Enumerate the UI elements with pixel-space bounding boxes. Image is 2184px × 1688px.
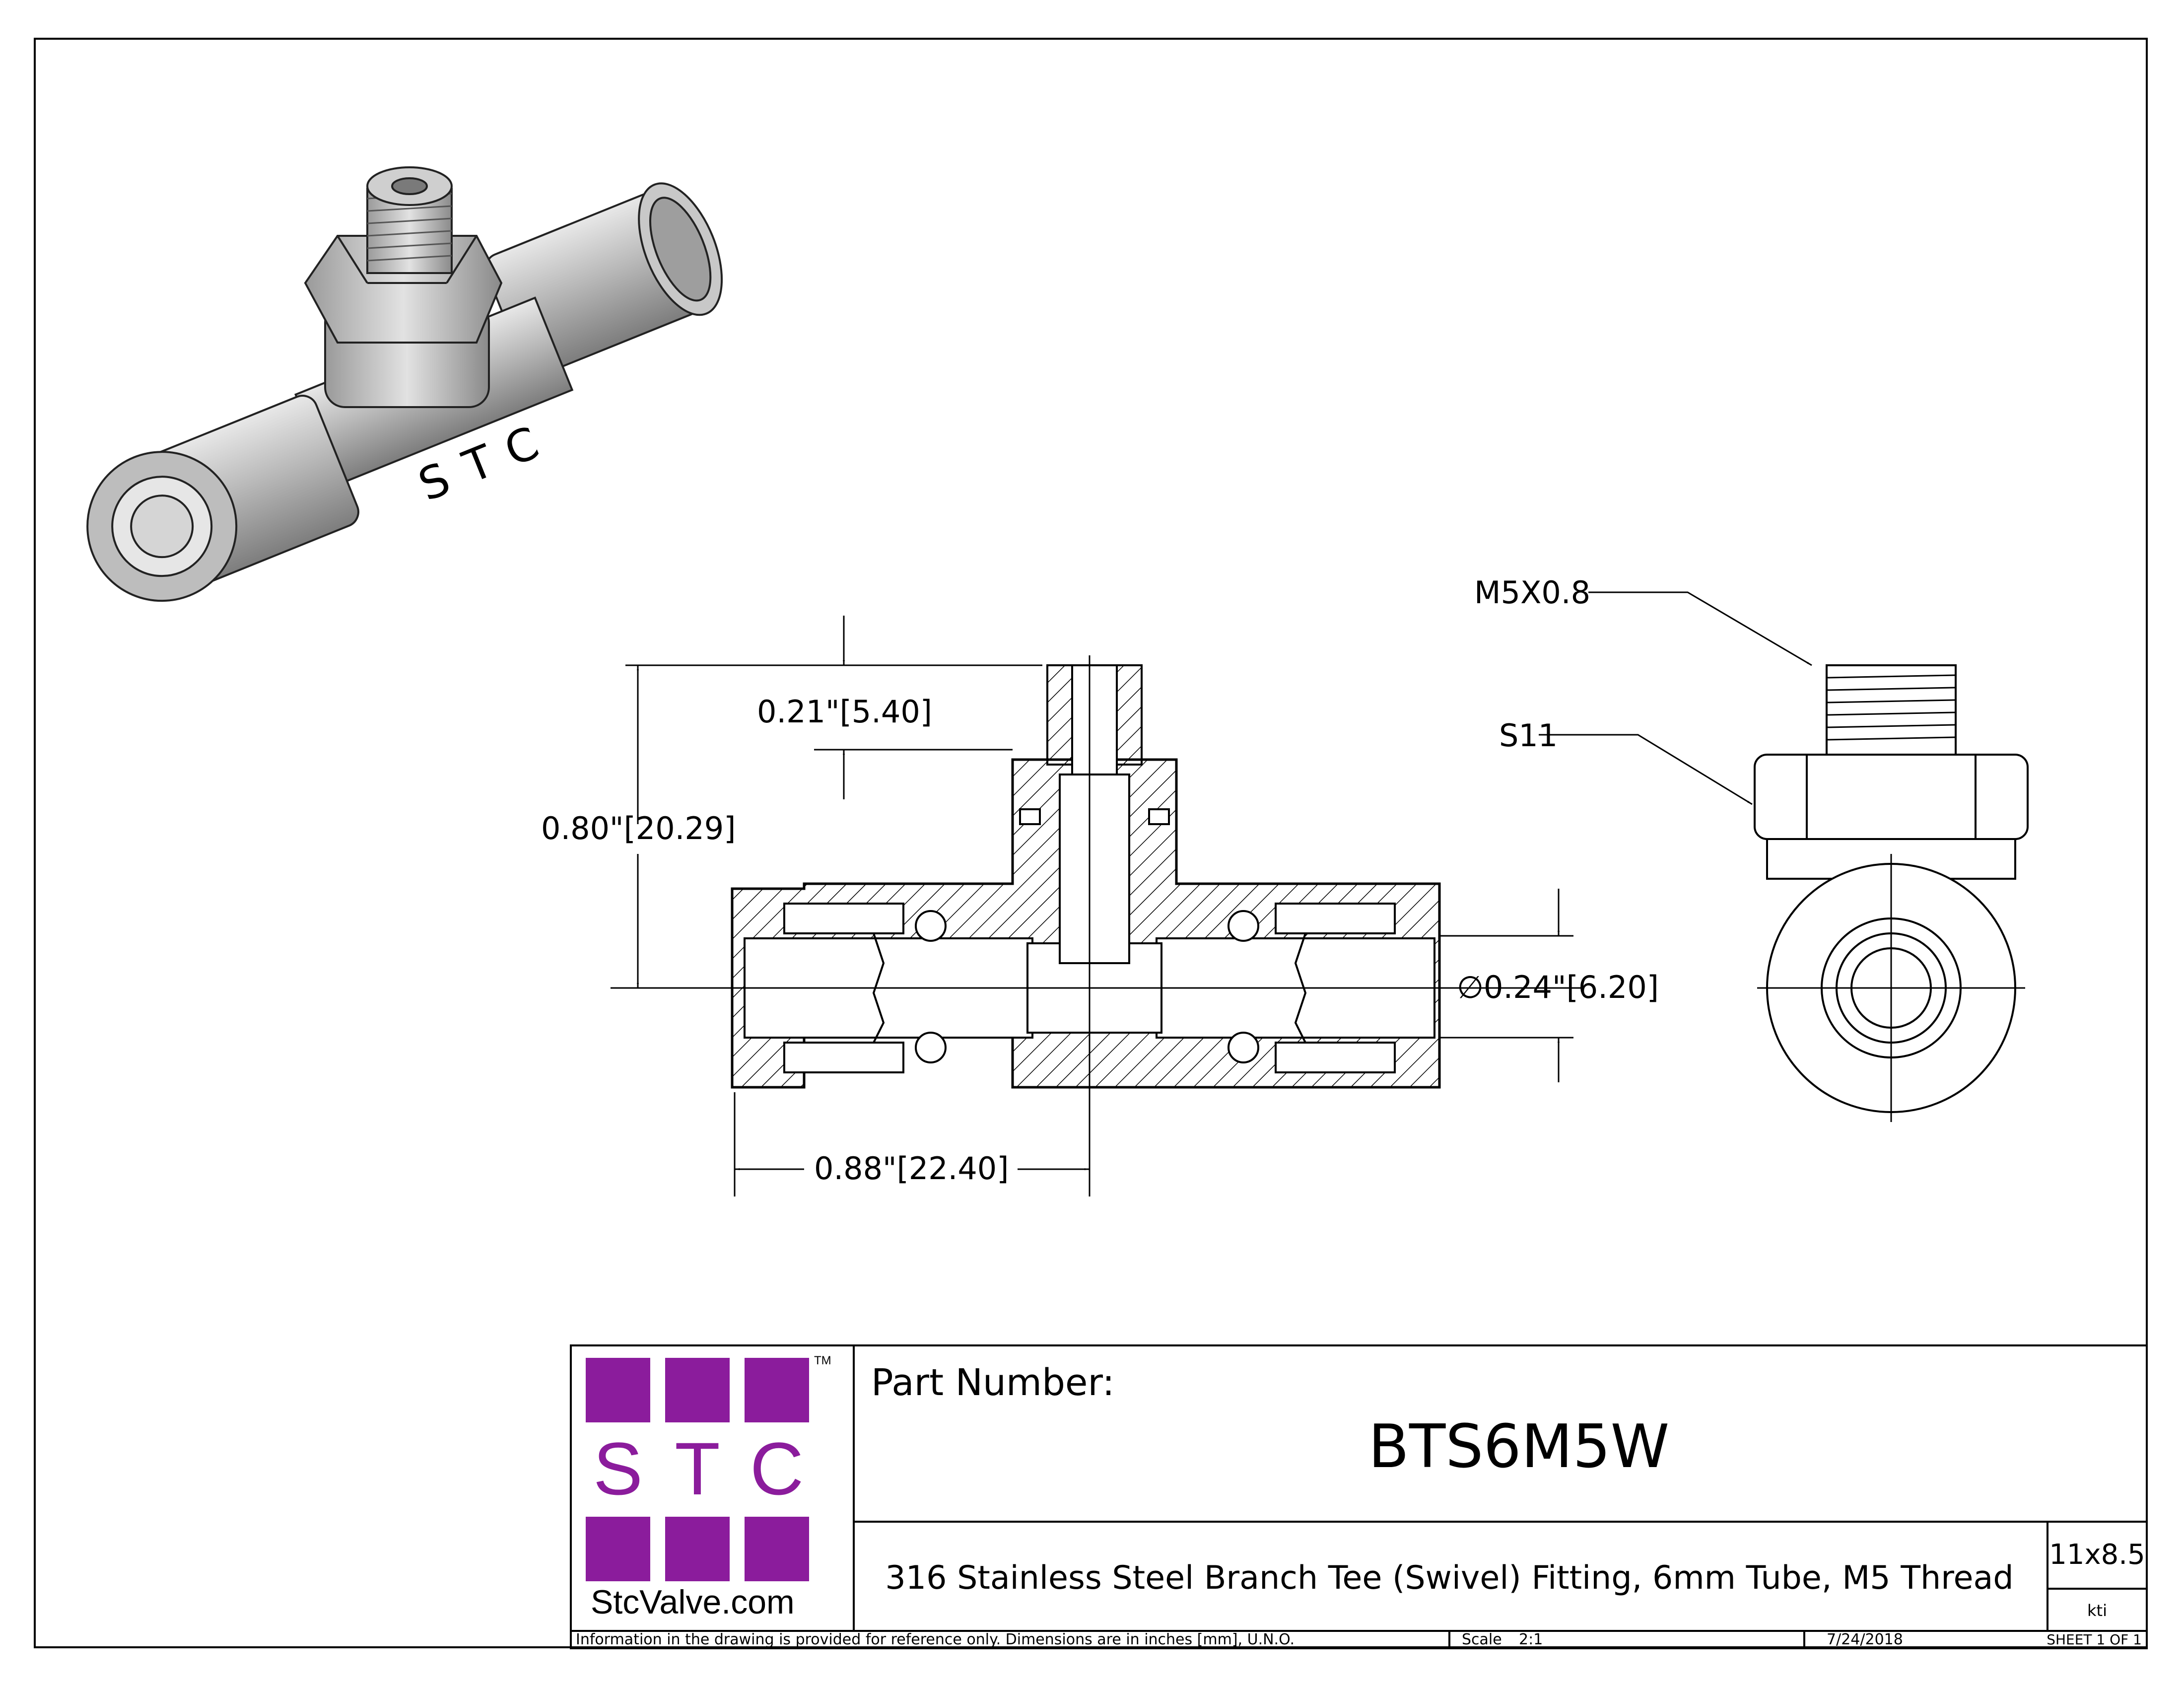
isometric-view <box>86 166 723 602</box>
logo-trademark: TM <box>814 1354 831 1367</box>
logo-letter-s: S <box>593 1427 643 1510</box>
dim-length-half: 0.88"[22.40] <box>814 1150 1009 1187</box>
leaders <box>1539 591 1812 805</box>
drawing-date: 7/24/2018 <box>1827 1631 1903 1648</box>
dim-height-total: 0.80"[20.29] <box>541 810 736 846</box>
thread-callout: M5X0.8 <box>1474 574 1590 611</box>
title-block <box>570 1344 2148 1649</box>
logo-square <box>745 1358 809 1422</box>
part-number-label: Part Number: <box>871 1361 1115 1404</box>
dim-height-top: 0.21"[5.40] <box>757 694 932 730</box>
part-description: 316 Stainless Steel Branch Tee (Swivel) … <box>885 1559 2013 1597</box>
logo-letter-t: T <box>675 1427 720 1510</box>
hex-callout: S11 <box>1499 717 1558 754</box>
logo-square <box>586 1517 650 1581</box>
dim-bore-diameter: ∅0.24"[6.20] <box>1457 969 1659 1005</box>
sheet-number: SHEET 1 OF 1 <box>2047 1631 2142 1648</box>
dimensions <box>625 616 1573 1196</box>
logo-square <box>586 1358 650 1422</box>
stc-logo: S T C TM StcValve.com <box>586 1354 831 1621</box>
section-view <box>611 655 1583 1196</box>
logo-square <box>665 1517 730 1581</box>
logo-square <box>745 1517 809 1581</box>
part-number: BTS6M5W <box>1368 1412 1670 1481</box>
disclaimer: Information in the drawing is provided f… <box>576 1631 1295 1648</box>
scale-value: 2:1 <box>1519 1631 1543 1648</box>
scale-label: Scale <box>1462 1631 1502 1648</box>
logo-square <box>665 1358 730 1422</box>
logo-website: StcValve.com <box>591 1583 795 1621</box>
side-view <box>1754 664 2029 1122</box>
drawn-by: kti <box>2087 1601 2107 1620</box>
sheet-size: 11x8.5 <box>2049 1539 2145 1571</box>
logo-letter-c: C <box>750 1427 804 1510</box>
